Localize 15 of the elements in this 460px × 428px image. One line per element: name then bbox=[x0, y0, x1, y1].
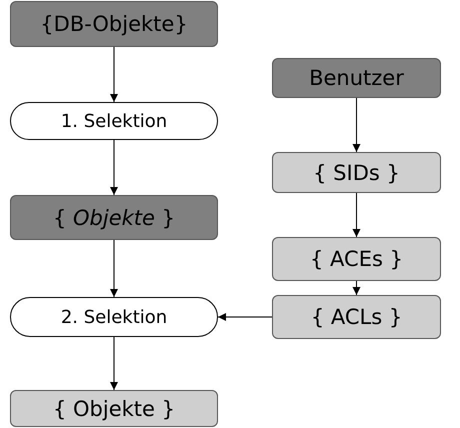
arrow bbox=[110, 240, 118, 298]
process-box: { ACEs } bbox=[272, 237, 441, 281]
arrow bbox=[352, 280, 360, 296]
arrow bbox=[218, 313, 272, 321]
process-box: Benutzer bbox=[272, 58, 441, 98]
arrow bbox=[352, 98, 360, 152]
arrow bbox=[110, 140, 118, 196]
process-box: {DB-Objekte} bbox=[10, 1, 218, 47]
process-box: { SIDs } bbox=[272, 152, 441, 193]
process-box: { Objekte } bbox=[10, 390, 218, 427]
process-box: { Objekte } bbox=[10, 195, 218, 240]
arrow bbox=[110, 46, 118, 102]
arrow bbox=[110, 336, 118, 390]
arrow bbox=[352, 192, 360, 238]
process-box: { ACLs } bbox=[272, 295, 441, 339]
